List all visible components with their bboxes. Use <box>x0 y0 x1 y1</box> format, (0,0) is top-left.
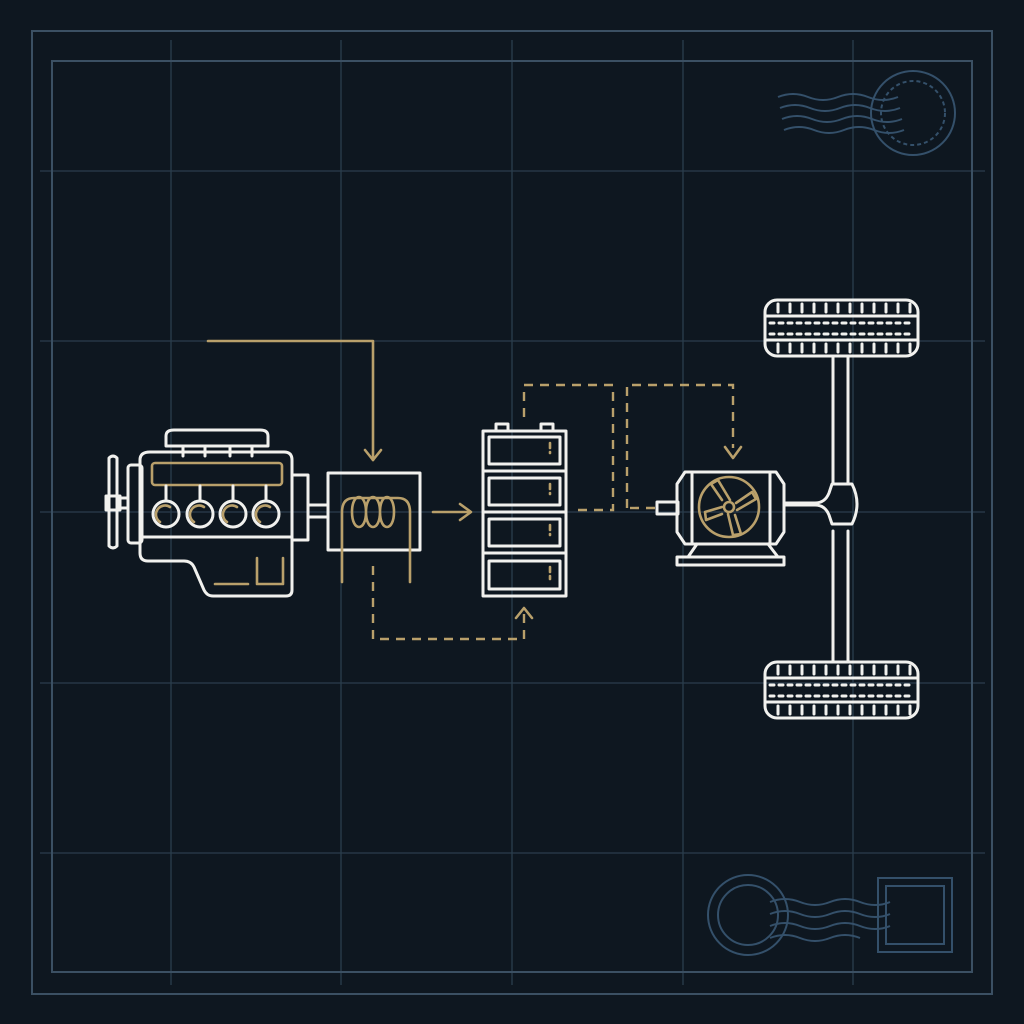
inner-frame <box>51 60 973 973</box>
input-flow-arrow <box>206 339 383 462</box>
engine-icon <box>104 428 330 598</box>
postmark-stamp-icon <box>777 70 956 156</box>
rear-wheel <box>763 660 920 720</box>
generator-coil-icon <box>326 471 422 584</box>
fan-blade <box>107 454 119 550</box>
axle-wheels-icon <box>763 298 920 720</box>
front-wheel <box>763 298 920 358</box>
postage-stamp-icon <box>707 874 953 956</box>
battery-to-motor-dashed-line <box>522 383 743 512</box>
generator-to-battery-dashed-line <box>371 566 534 641</box>
outer-frame <box>31 30 993 995</box>
battery-pack-icon <box>481 422 568 598</box>
electric-motor-icon <box>655 470 786 567</box>
generator-to-battery-arrow <box>431 502 473 522</box>
